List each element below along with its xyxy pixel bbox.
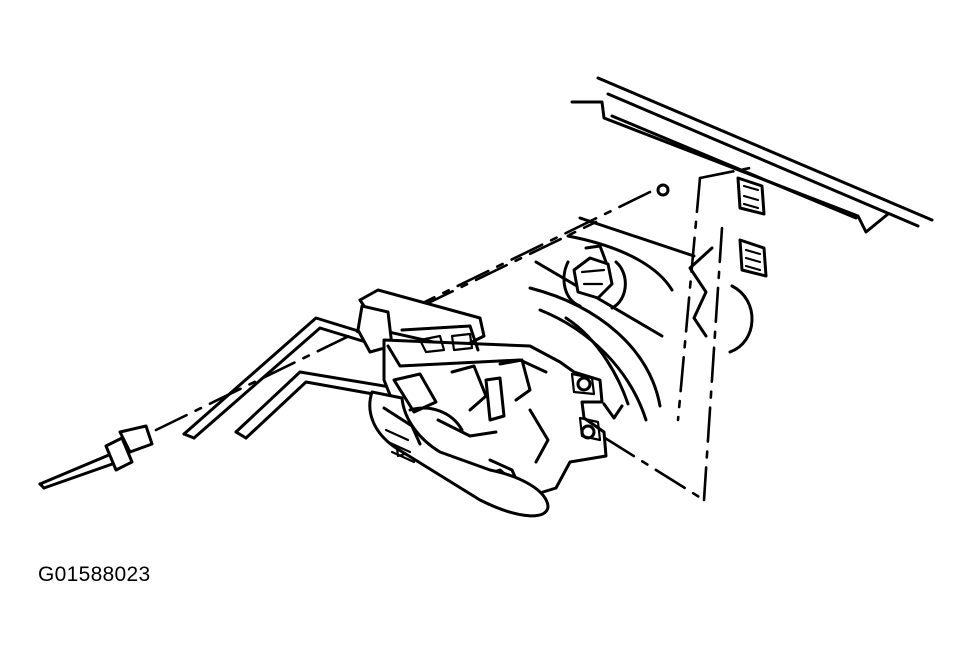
figure-id-label: G01588023 [38,563,151,586]
panel-slot-lower [738,238,768,278]
handle-lever [368,390,550,518]
door-panel-frame [570,76,934,234]
door-inner-panel [603,166,752,502]
alignment-line [390,183,670,320]
rivet-guide-line [154,314,392,432]
rivet [38,424,154,490]
panel-slot-upper [736,176,766,216]
handle-internal-linkage [392,358,550,490]
bolt-nut [562,244,627,310]
